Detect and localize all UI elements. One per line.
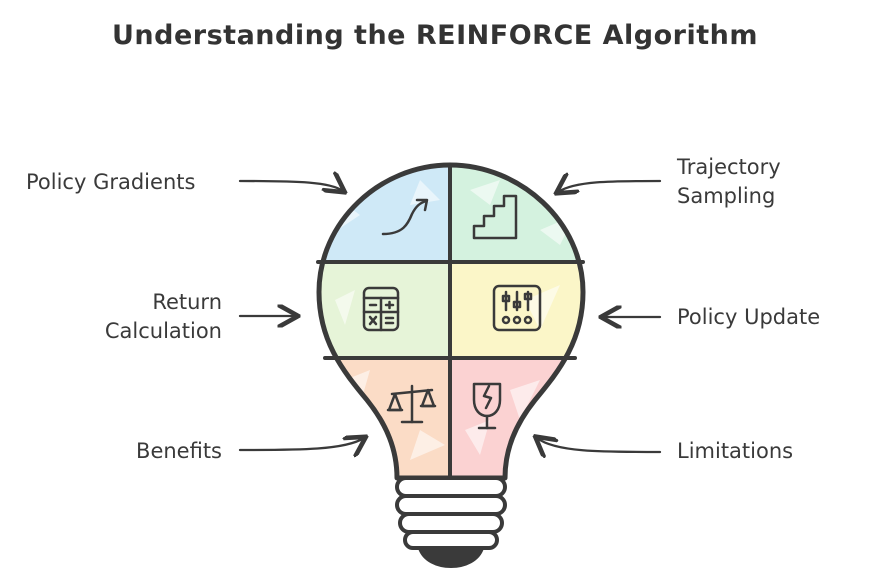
calculator-icon [362,286,400,332]
label-trajectory-sampling-line2: Sampling [677,184,776,208]
label-return-calculation-line2: Calculation [104,319,222,343]
balance-scale-icon [386,384,437,424]
sliders-icon [492,284,542,332]
label-trajectory-sampling-line1: Trajectory [677,155,781,179]
bulb-dividers [316,163,585,480]
segment-benefits [319,358,450,478]
label-policy-update: Policy Update [677,303,820,332]
label-limitations: Limitations [677,437,793,466]
trend-arrow-icon [381,198,429,236]
label-policy-update-text: Policy Update [677,305,821,329]
arrow-policy-gradients [238,181,343,191]
label-policy-gradients-text: Policy Gradients [26,170,196,194]
label-return-calculation-line1: Return [152,290,222,314]
broken-glass-icon [472,382,502,430]
label-benefits: Benefits [60,437,222,466]
label-return-calculation: Return Calculation [60,288,222,346]
segment-policy-update [450,262,583,358]
arrow-benefits [238,438,364,450]
label-benefits-text: Benefits [136,439,222,463]
label-policy-gradients: Policy Gradients [26,168,195,197]
label-trajectory-sampling: Trajectory Sampling [677,153,781,211]
arrow-limitations [537,438,662,452]
diagram-title: Understanding the REINFORCE Algorithm [112,20,758,51]
stairs-icon [472,194,518,240]
arrow-trajectory-sampling [558,181,662,192]
label-limitations-text: Limitations [677,439,794,463]
bulb-base [395,476,507,569]
segment-limitations [450,358,583,478]
